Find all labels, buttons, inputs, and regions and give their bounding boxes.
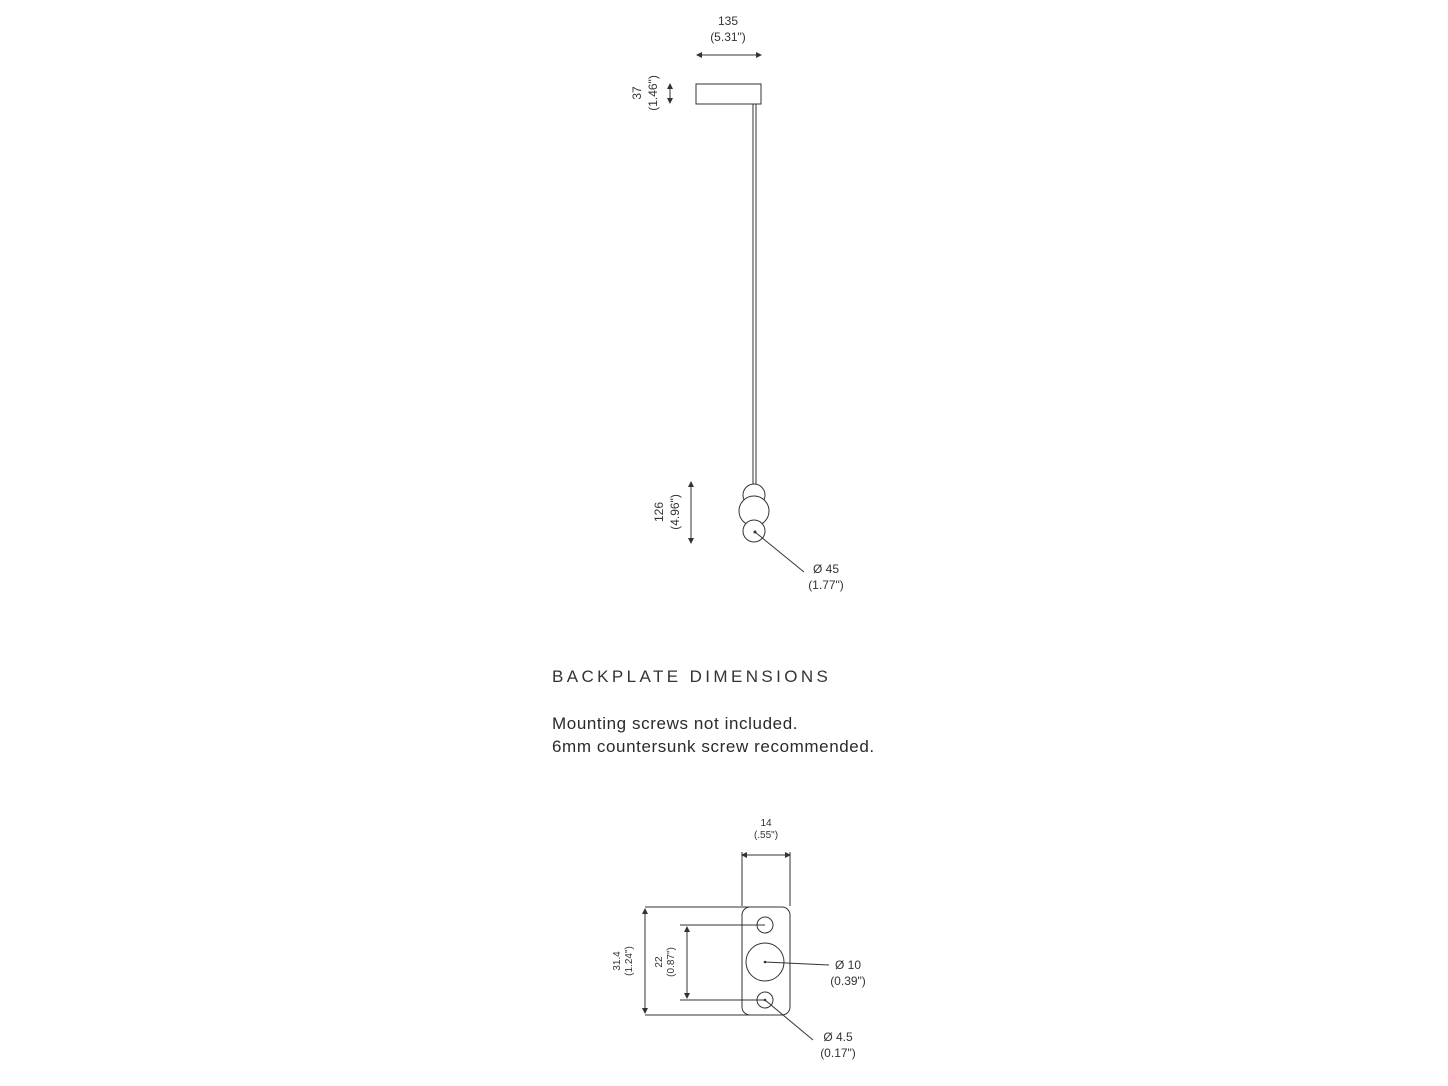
svg-text:(0.39"): (0.39") bbox=[830, 974, 866, 988]
mounting-note-line1: Mounting screws not included. bbox=[552, 714, 799, 733]
svg-text:(0.87"): (0.87") bbox=[666, 947, 677, 977]
backplate-width-dimension: 14 (.55") bbox=[741, 818, 791, 906]
svg-text:14: 14 bbox=[760, 818, 772, 829]
svg-text:(1.46"): (1.46") bbox=[646, 75, 660, 111]
svg-text:(5.31"): (5.31") bbox=[710, 30, 746, 44]
backplate-height-dimension: 31.4 (1.24") bbox=[612, 906, 752, 1016]
svg-text:(1.77"): (1.77") bbox=[808, 578, 844, 592]
glass-height-dimension: 126 (4.96") bbox=[652, 481, 694, 544]
svg-text:(1.24"): (1.24") bbox=[624, 946, 635, 976]
canopy bbox=[695, 83, 762, 105]
glass-shade bbox=[738, 483, 770, 543]
center-hole bbox=[745, 942, 785, 982]
svg-text:Ø 4.5: Ø 4.5 bbox=[823, 1030, 853, 1044]
svg-text:135: 135 bbox=[718, 14, 738, 28]
pendant-cord bbox=[752, 104, 757, 484]
svg-text:22: 22 bbox=[654, 956, 665, 968]
canopy-height-dimension: 37 (1.46") bbox=[630, 75, 673, 111]
backplate-heading: BACKPLATE DIMENSIONS bbox=[552, 667, 832, 686]
hole-spacing-dimension: 22 (0.87") bbox=[654, 924, 765, 1001]
svg-text:126: 126 bbox=[652, 502, 666, 522]
svg-text:(.55"): (.55") bbox=[754, 830, 778, 841]
svg-text:Ø 10: Ø 10 bbox=[835, 958, 861, 972]
backplate bbox=[741, 906, 791, 1016]
mounting-note-line2: 6mm countersunk screw recommended. bbox=[552, 737, 875, 756]
pendant-width-dimension: 135 (5.31") bbox=[696, 14, 762, 58]
center-hole-callout: Ø 10 (0.39") bbox=[763, 958, 866, 988]
svg-text:37: 37 bbox=[630, 86, 644, 100]
svg-text:(4.96"): (4.96") bbox=[668, 494, 682, 530]
svg-text:Ø 45: Ø 45 bbox=[813, 562, 839, 576]
svg-text:(0.17"): (0.17") bbox=[820, 1046, 856, 1060]
glass-diameter-callout: Ø 45 (1.77") bbox=[753, 530, 844, 592]
screw-hole-callout: Ø 4.5 (0.17") bbox=[763, 998, 856, 1060]
svg-text:31.4: 31.4 bbox=[612, 951, 623, 971]
